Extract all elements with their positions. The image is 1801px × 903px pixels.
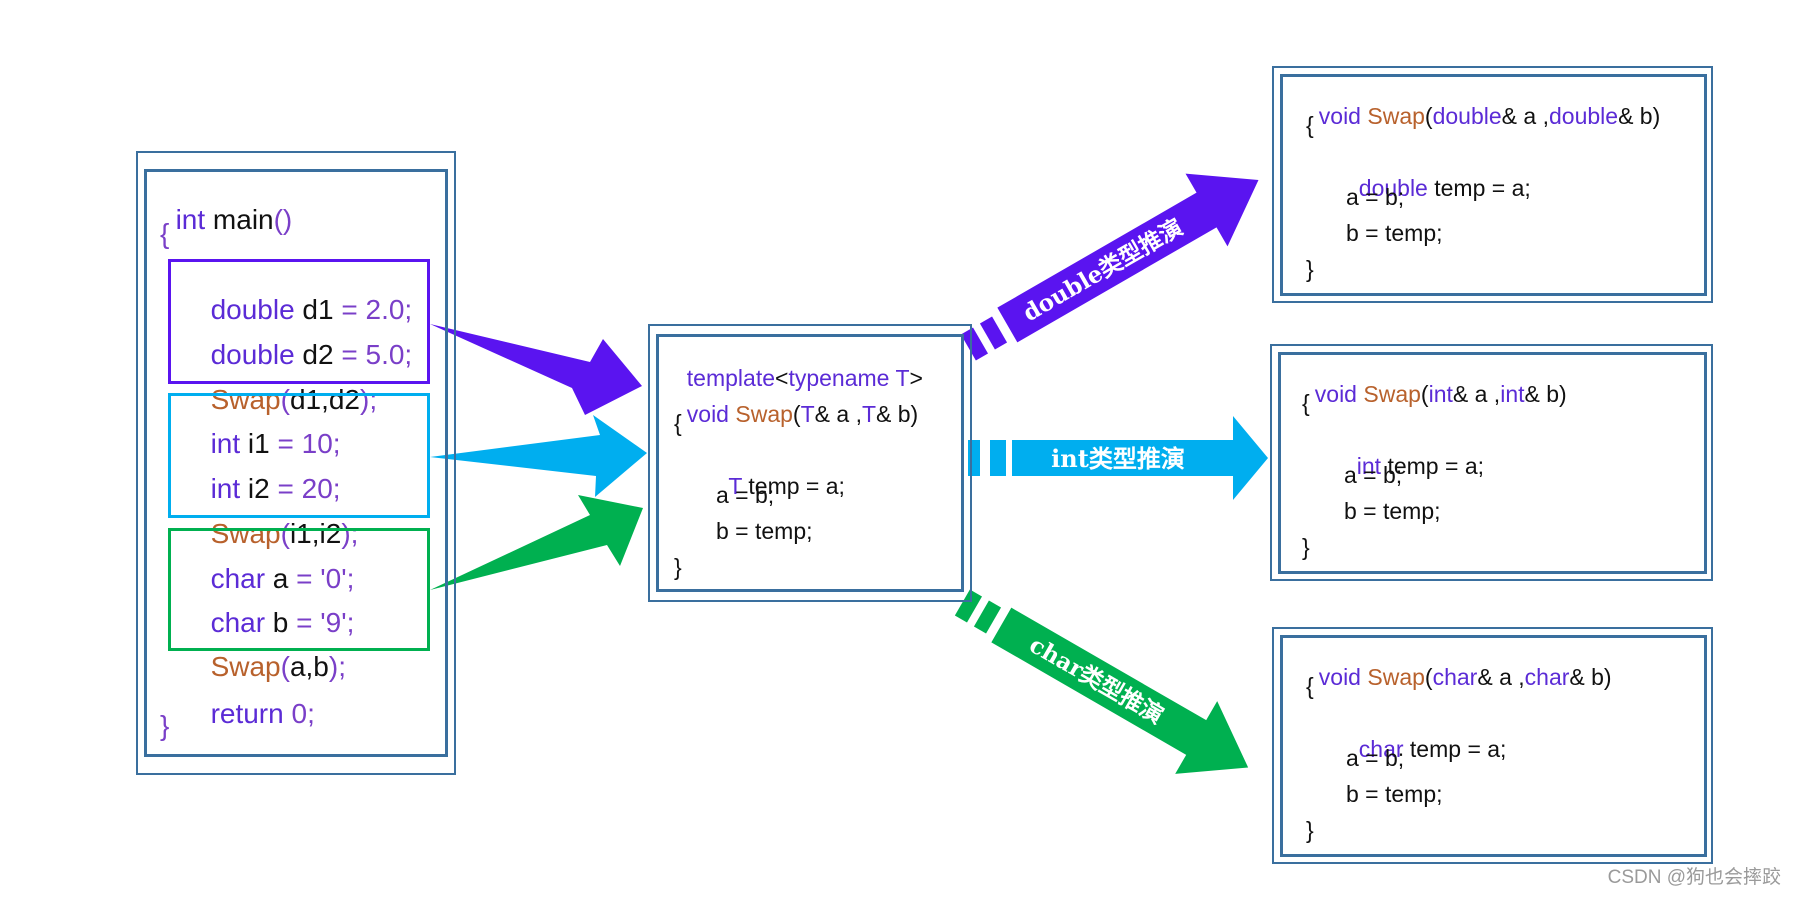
- double-d1-line: double d1 = 2.0;: [210, 294, 413, 325]
- double-open-brace: {: [1306, 112, 1314, 138]
- char-close-brace: }: [1306, 817, 1314, 843]
- double-swap-inner-frame: [1280, 74, 1707, 296]
- char-swap-signature: void Swap(char& a ,char& b): [1318, 664, 1612, 690]
- main-open-brace: {: [160, 218, 170, 249]
- template-assign-b: b = temp;: [716, 518, 813, 544]
- double-assign-a: a = b;: [1346, 184, 1405, 210]
- char-arrow-label: char类型推演: [1025, 631, 1168, 729]
- int-arrow-label: int类型推演: [1051, 444, 1185, 473]
- int-open-brace: {: [1302, 390, 1310, 416]
- int-swap-inner-frame: [1278, 352, 1707, 574]
- template-close-brace: }: [674, 554, 682, 580]
- char-input-arrow: [430, 495, 643, 590]
- double-temp-line: double temp = a;: [1358, 175, 1531, 201]
- double-close-brace: }: [1306, 256, 1314, 282]
- double-group-box: [168, 259, 430, 384]
- char-temp-line: char temp = a;: [1358, 736, 1507, 762]
- char-a-line: char a = '0';: [210, 563, 355, 594]
- int-i1-line: int i1 = 10;: [210, 428, 341, 459]
- return-line: return 0;: [210, 698, 315, 729]
- template-function-box: [648, 324, 972, 602]
- template-function-inner-frame: [656, 334, 964, 592]
- double-arrow-label: double类型推演: [1018, 214, 1187, 327]
- char-group-box: [168, 528, 430, 651]
- int-swap-signature: void Swap(int& a ,int& b): [1314, 381, 1567, 407]
- int-close-brace: }: [1302, 534, 1310, 560]
- double-label-arrow: double类型推演: [960, 173, 1259, 361]
- int-assign-a: a = b;: [1344, 462, 1403, 488]
- template-assign-a: a = b;: [716, 482, 775, 508]
- int-assign-b: b = temp;: [1344, 498, 1441, 524]
- template-open-brace: {: [674, 410, 682, 436]
- double-assign-b: b = temp;: [1346, 220, 1443, 246]
- main-function-box: [136, 151, 456, 775]
- main-close-brace: }: [160, 710, 170, 741]
- int-group-box: [168, 393, 430, 518]
- char-assign-a: a = b;: [1346, 745, 1405, 771]
- double-swap-signature: void Swap(double& a ,double& b): [1318, 103, 1661, 129]
- char-swap-box: [1272, 627, 1713, 864]
- template-declaration: template<typename T>: [686, 365, 923, 391]
- double-swap-call: Swap(d1,d2);: [210, 384, 378, 415]
- char-open-brace: {: [1306, 673, 1314, 699]
- main-function-inner-frame: [144, 169, 448, 757]
- main-signature: int main(): [175, 204, 293, 235]
- char-b-line: char b = '9';: [210, 607, 355, 638]
- int-label-arrow: int类型推演: [968, 416, 1268, 500]
- int-input-arrow: [430, 415, 647, 497]
- char-label-arrow: char类型推演: [954, 589, 1249, 774]
- double-input-arrow: [430, 324, 642, 415]
- csdn-watermark: CSDN @狗也会摔跤: [1607, 867, 1781, 888]
- template-temp-line: T temp = a;: [728, 473, 845, 499]
- char-assign-b: b = temp;: [1346, 781, 1443, 807]
- int-i2-line: int i2 = 20;: [210, 473, 341, 504]
- char-swap-inner-frame: [1280, 635, 1707, 857]
- int-swap-call: Swap(i1,i2);: [210, 518, 359, 549]
- double-swap-box: [1272, 66, 1713, 303]
- int-swap-box: [1270, 344, 1713, 581]
- template-swap-signature: void Swap(T& a ,T& b): [686, 401, 919, 427]
- char-swap-call: Swap(a,b);: [210, 651, 346, 682]
- double-d2-line: double d2 = 5.0;: [210, 339, 413, 370]
- int-temp-line: int temp = a;: [1356, 453, 1484, 479]
